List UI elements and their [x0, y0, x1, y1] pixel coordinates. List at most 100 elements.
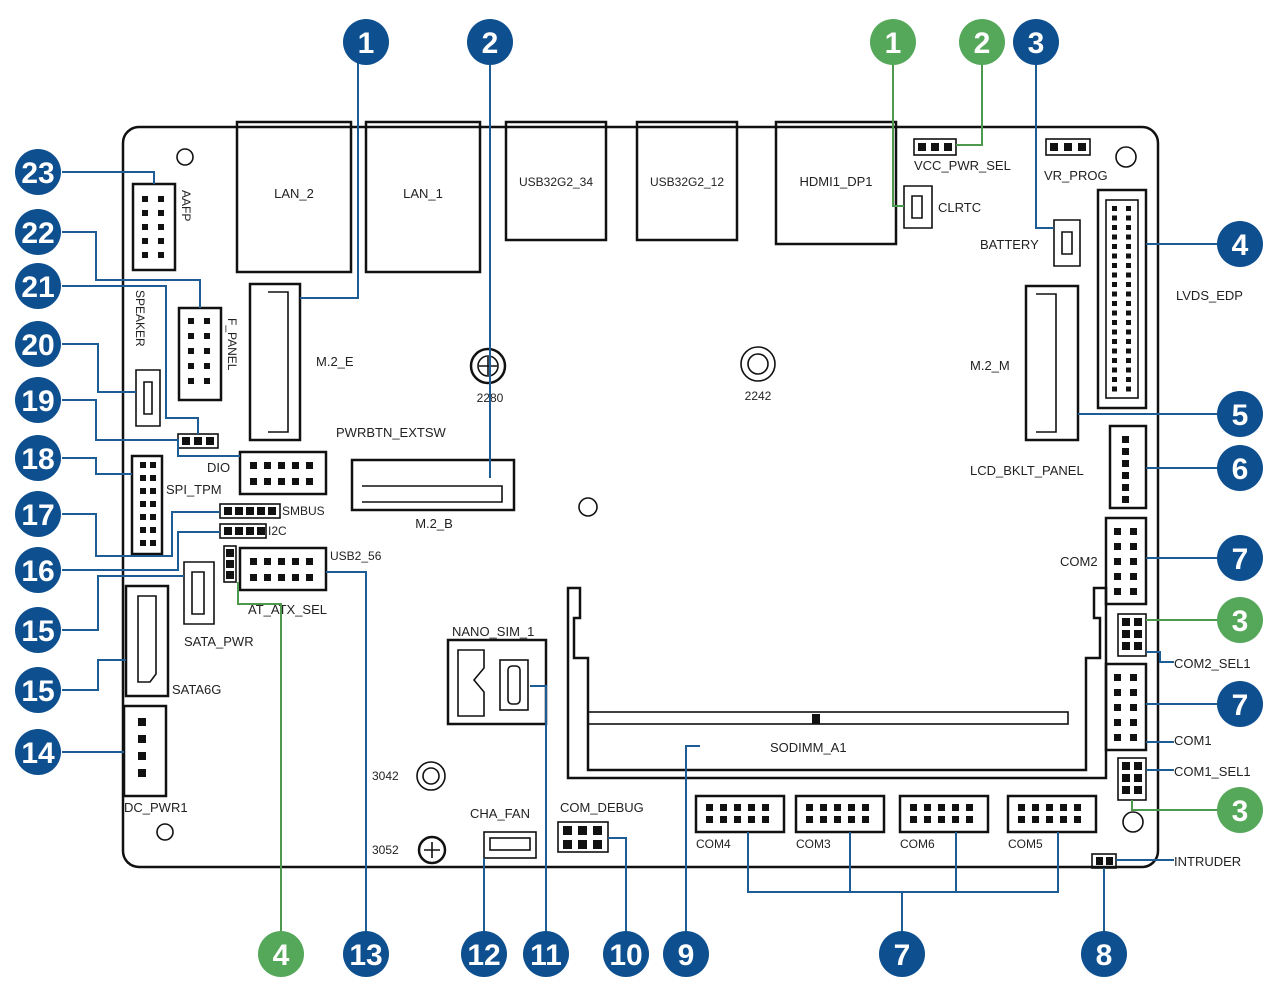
header-pin: [246, 507, 254, 515]
header-pin: [1126, 263, 1131, 268]
header-pin: [924, 816, 931, 823]
header-pin: [806, 804, 813, 811]
header-pin: [278, 574, 285, 581]
header-pin: [1122, 762, 1130, 770]
header-pin: [1122, 448, 1129, 455]
intruder-label: INTRUDER: [1174, 854, 1241, 869]
header-pin: [150, 501, 156, 507]
header-pin: [268, 507, 276, 515]
aafp-header: AAFP: [131, 182, 193, 272]
svg-text:3: 3: [1232, 795, 1249, 828]
header-pin: [1112, 358, 1117, 363]
header-pin: [734, 804, 741, 811]
header-pin: [257, 527, 265, 535]
lan1-label: LAN_1: [403, 186, 443, 201]
sodimm-slot: SODIMM_A1: [566, 586, 1108, 780]
header-pin: [158, 196, 164, 202]
header-pin: [1126, 206, 1131, 211]
i2c-label: I2C: [268, 524, 287, 538]
header-pin: [204, 333, 210, 339]
header-pin: [1134, 762, 1142, 770]
header-pin: [1122, 496, 1129, 503]
svg-text:2: 2: [974, 27, 991, 60]
usb2-56-header: USB2_56: [238, 546, 382, 592]
svg-text:18: 18: [21, 443, 54, 476]
header-pin: [1134, 774, 1142, 782]
header-pin: [235, 527, 243, 535]
cha-fan-label: CHA_FAN: [470, 806, 530, 821]
sata-pwr-connector: SATA_PWR: [183, 561, 254, 649]
hole-3042: 3042: [372, 761, 446, 791]
m2-e-slot: M.2_E: [248, 282, 354, 442]
header-pin: [250, 558, 257, 565]
header-pin: [952, 804, 959, 811]
sata-pwr-label: SATA_PWR: [184, 634, 254, 649]
header-pin: [1112, 263, 1117, 268]
callout-left-17: 17: [15, 491, 61, 537]
callout-right-green-3b: 3: [1217, 787, 1263, 833]
at-atx-sel-label: AT_ATX_SEL: [248, 602, 327, 617]
header-pin: [1130, 573, 1137, 580]
i2c-header: I2C: [219, 523, 287, 539]
header-pin: [1112, 291, 1117, 297]
header-pin: [720, 804, 727, 811]
header-pin: [1112, 377, 1117, 382]
header-pin: [150, 527, 156, 533]
callout-left-16: 16: [15, 547, 61, 593]
hdmi-dp-port: HDMI1_DP1: [774, 120, 898, 246]
header-pin: [150, 462, 156, 468]
dc-pwr-connector: DC_PWR1: [122, 704, 188, 815]
aafp-label: AAFP: [179, 190, 193, 221]
sata6g-label: SATA6G: [172, 682, 221, 697]
header-pin: [138, 769, 146, 777]
com-debug-label: COM_DEBUG: [560, 800, 644, 815]
header-pin: [952, 816, 959, 823]
header-pin: [1122, 786, 1130, 794]
header-pin: [188, 378, 194, 384]
com5-header: COM5: [1006, 794, 1098, 851]
callout-left-21: 21: [15, 263, 61, 309]
header-pin: [150, 514, 156, 520]
header-pin: [1114, 588, 1121, 595]
header-pin: [1126, 234, 1131, 240]
sata6g-connector: SATA6G: [124, 584, 221, 698]
header-pin: [142, 224, 148, 230]
header-pin: [1114, 674, 1121, 681]
com5-label: COM5: [1008, 837, 1043, 851]
header-pin: [264, 462, 271, 469]
callout-right-green-3a: 3: [1217, 597, 1263, 643]
lan2-label: LAN_2: [274, 186, 314, 201]
header-pin: [1060, 804, 1067, 811]
header-pin: [250, 462, 257, 469]
header-pin: [292, 478, 299, 485]
com6-label: COM6: [900, 837, 935, 851]
vr-prog-label: VR_PROG: [1044, 168, 1108, 183]
header-pin: [250, 478, 257, 485]
callout-top-1: 1: [343, 19, 389, 65]
header-pin: [1112, 225, 1117, 230]
leader-lines: [62, 59, 1218, 932]
header-pin: [1074, 816, 1081, 823]
header-pin: [1018, 804, 1025, 811]
header-pin: [834, 816, 841, 823]
usb34-port: USB32G2_34: [504, 120, 608, 242]
vcc-pwr-sel-label: VCC_PWR_SEL: [914, 158, 1011, 173]
header-pin: [762, 816, 769, 823]
callout-left-18: 18: [15, 435, 61, 481]
vr-prog-header: VR_PROG: [1044, 138, 1108, 183]
header-pin: [1126, 339, 1131, 344]
hole-2242: 2242: [740, 346, 776, 403]
header-pin: [1126, 377, 1131, 382]
header-pin: [1126, 386, 1131, 392]
header-pin: [158, 210, 164, 216]
header-pin: [862, 804, 869, 811]
header-pin: [1126, 301, 1131, 306]
callout-bottom-13: 13: [343, 931, 389, 977]
pwrbtn-extsw-header: PWRBTN_EXTSW: [177, 425, 447, 449]
usb34-label: USB32G2_34: [519, 175, 593, 189]
com1-label: COM1: [1174, 733, 1212, 748]
header-pin: [142, 252, 148, 258]
header-pin: [1112, 339, 1117, 344]
header-pin: [1126, 367, 1131, 373]
svg-text:15: 15: [21, 675, 54, 708]
